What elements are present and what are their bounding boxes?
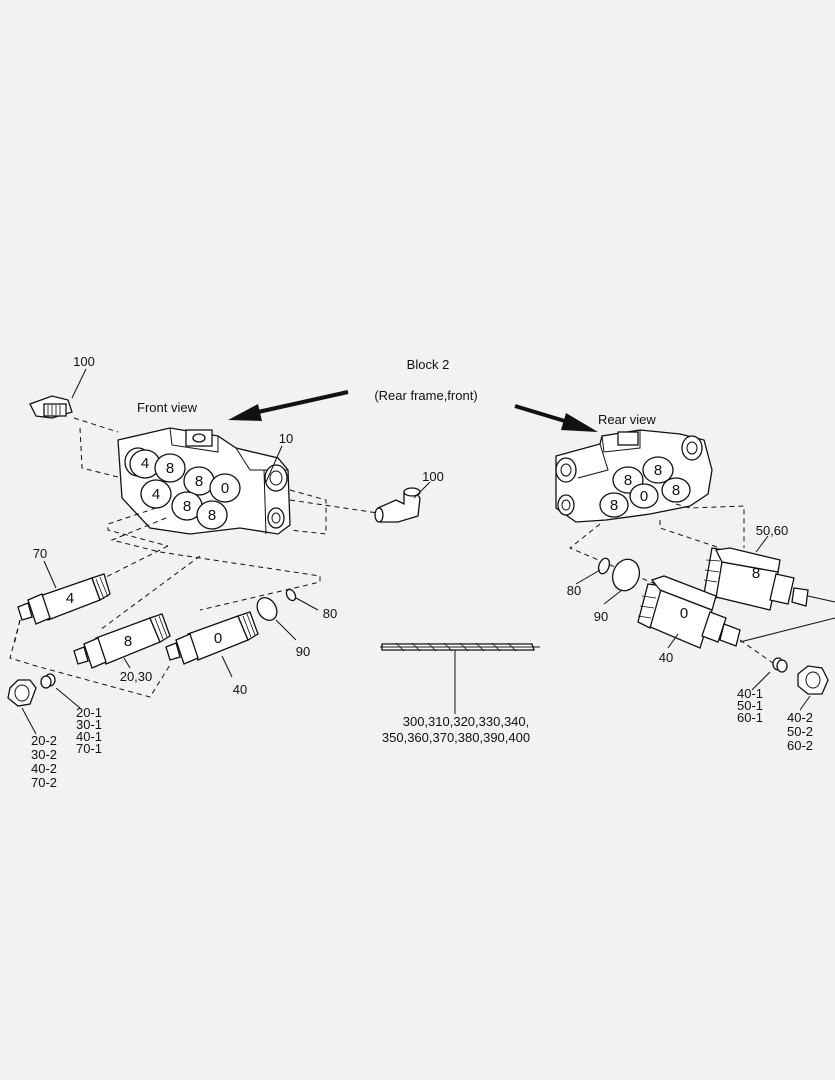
fitting-100-left bbox=[29, 395, 73, 419]
front-port-label: 8 bbox=[183, 498, 191, 515]
callout-10: 10 bbox=[279, 431, 293, 446]
left-seal-list-item: 40-1 bbox=[76, 729, 102, 744]
right-seal-list-item: 50-1 bbox=[737, 698, 763, 713]
callout-90-left: 90 bbox=[296, 644, 310, 659]
nut-right bbox=[797, 665, 829, 695]
left-nut-list-item: 30-2 bbox=[31, 747, 57, 762]
arrow-to-front-view bbox=[228, 390, 349, 421]
callout-100-elbow: 100 bbox=[422, 469, 444, 484]
rear-port-label: 8 bbox=[610, 497, 618, 514]
callout-80-left: 80 bbox=[323, 606, 337, 621]
callout-90-right: 90 bbox=[594, 609, 608, 624]
arrow-to-rear-view bbox=[514, 404, 598, 432]
harness-list-item: 350,360,370,380,390,400 bbox=[382, 730, 530, 745]
wire-harness bbox=[380, 642, 540, 714]
front-view-label: Front view bbox=[137, 400, 198, 415]
front-port-label: 4 bbox=[152, 486, 160, 503]
front-port-label: 8 bbox=[195, 473, 203, 490]
rear-view-label: Rear view bbox=[598, 412, 656, 427]
cartridge-20-30: 8 bbox=[73, 613, 171, 669]
front-port-label: 0 bbox=[221, 480, 229, 497]
cartridge-70-mark: 4 bbox=[66, 590, 74, 607]
right-nut-list-item: 50-2 bbox=[787, 724, 813, 739]
callout-80-right: 80 bbox=[567, 583, 581, 598]
callout-70: 70 bbox=[33, 546, 47, 561]
front-valve-block: 4 8 8 0 4 8 8 bbox=[117, 427, 291, 535]
rear-valve-block: 8 8 8 0 8 bbox=[555, 429, 713, 523]
seal-left bbox=[40, 673, 56, 689]
o-ring-80-left bbox=[285, 588, 297, 602]
o-ring-90-left bbox=[256, 597, 278, 621]
front-port-label: 8 bbox=[166, 460, 174, 477]
left-seal-list-item: 70-1 bbox=[76, 741, 102, 756]
front-port-label: 4 bbox=[141, 455, 149, 472]
o-ring-80-right bbox=[597, 557, 611, 575]
block-subtitle: (Rear frame,front) bbox=[374, 388, 477, 403]
cartridge-50-60-mark: 8 bbox=[752, 565, 760, 582]
cartridge-70: 4 bbox=[17, 573, 111, 625]
left-seal-list-item: 20-1 bbox=[76, 705, 102, 720]
cartridge-40-right-mark: 0 bbox=[680, 605, 688, 622]
o-ring-90-right bbox=[611, 558, 641, 592]
cartridge-40-left: 0 bbox=[165, 611, 259, 665]
rear-port-label: 8 bbox=[624, 472, 632, 489]
left-nut-list-item: 20-2 bbox=[31, 733, 57, 748]
cartridge-50-60: 8 bbox=[703, 547, 809, 611]
left-seal-list-item: 30-1 bbox=[76, 717, 102, 732]
seal-right bbox=[772, 657, 788, 673]
rear-port-label: 0 bbox=[640, 488, 648, 505]
cartridge-40-left-mark: 0 bbox=[214, 630, 222, 647]
callout-50-60: 50,60 bbox=[756, 523, 789, 538]
front-port-label: 8 bbox=[208, 507, 216, 524]
callout-100-left: 100 bbox=[73, 354, 95, 369]
callout-20-30: 20,30 bbox=[120, 669, 153, 684]
nut-left bbox=[7, 679, 37, 707]
right-seal-list-item: 60-1 bbox=[737, 710, 763, 725]
block-title: Block 2 bbox=[407, 357, 450, 372]
rear-port-label: 8 bbox=[654, 462, 662, 479]
fitting-100-elbow bbox=[374, 487, 421, 523]
left-nut-list-item: 40-2 bbox=[31, 761, 57, 776]
rear-port-label: 8 bbox=[672, 482, 680, 499]
cartridge-20-30-mark: 8 bbox=[124, 633, 132, 650]
cartridge-40-right: 0 bbox=[637, 575, 741, 649]
callout-40-left: 40 bbox=[233, 682, 247, 697]
harness-list-item: 300,310,320,330,340, bbox=[403, 714, 530, 729]
left-nut-list-item: 70-2 bbox=[31, 775, 57, 790]
right-seal-list-item: 40-1 bbox=[737, 686, 763, 701]
callout-40-right: 40 bbox=[659, 650, 673, 665]
right-nut-list-item: 40-2 bbox=[787, 710, 813, 725]
right-nut-list-item: 60-2 bbox=[787, 738, 813, 753]
